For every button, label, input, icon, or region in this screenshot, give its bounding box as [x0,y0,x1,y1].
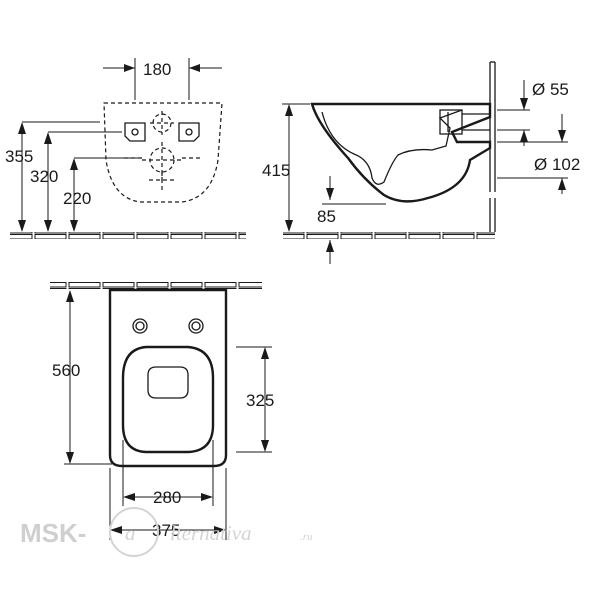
dim-220 [70,157,138,232]
dim-85 [322,176,386,264]
left-mounting-hole [124,122,146,142]
label-280: 280 [153,488,181,507]
dim-d55 [497,80,530,146]
front-floor [10,232,246,239]
label-415: 415 [262,161,290,180]
side-outlet-detail [439,109,490,135]
front-view: 180 355 320 220 [5,58,246,239]
left-hinge-bolt [132,318,148,334]
watermark-script: lternativa [170,521,252,545]
side-wall [489,61,496,232]
side-view: 415 85 Ø 55 Ø 102 [262,61,580,264]
right-hinge-bolt [188,318,204,334]
right-mounting-hole [178,122,200,142]
top-drain [147,366,189,399]
dim-415 [282,103,310,232]
watermark-logo-letter: a [125,521,136,545]
watermark-logo-ring [109,507,159,557]
label-355: 355 [5,147,33,166]
side-bowl-body [310,102,492,203]
top-view: 560 325 280 375 [50,282,274,540]
dim-180 [103,58,222,100]
label-375: 375 [152,521,180,540]
top-seat-outline [108,288,228,468]
dim-325 [236,346,272,453]
label-d102: Ø 102 [534,155,580,174]
dim-d102 [497,114,568,194]
front-bowl-outline [103,102,223,203]
label-d55: Ø 55 [532,80,569,99]
dim-280 [122,440,214,506]
label-85: 85 [317,207,336,226]
watermark-brand: MSK- [20,518,86,548]
top-wall [50,282,262,289]
watermark: MSK- a lternativa .ru [20,507,313,557]
dim-320 [44,131,122,232]
label-560: 560 [52,361,80,380]
dim-560 [64,290,112,465]
label-320: 320 [30,167,58,186]
top-bowl-opening [121,345,215,454]
watermark-tld: .ru [300,531,313,543]
dim-355 [18,121,100,232]
side-floor [283,232,495,239]
label-180: 180 [143,60,171,79]
label-325: 325 [246,391,274,410]
label-220: 220 [63,189,91,208]
side-bowl-cavity [321,109,463,185]
